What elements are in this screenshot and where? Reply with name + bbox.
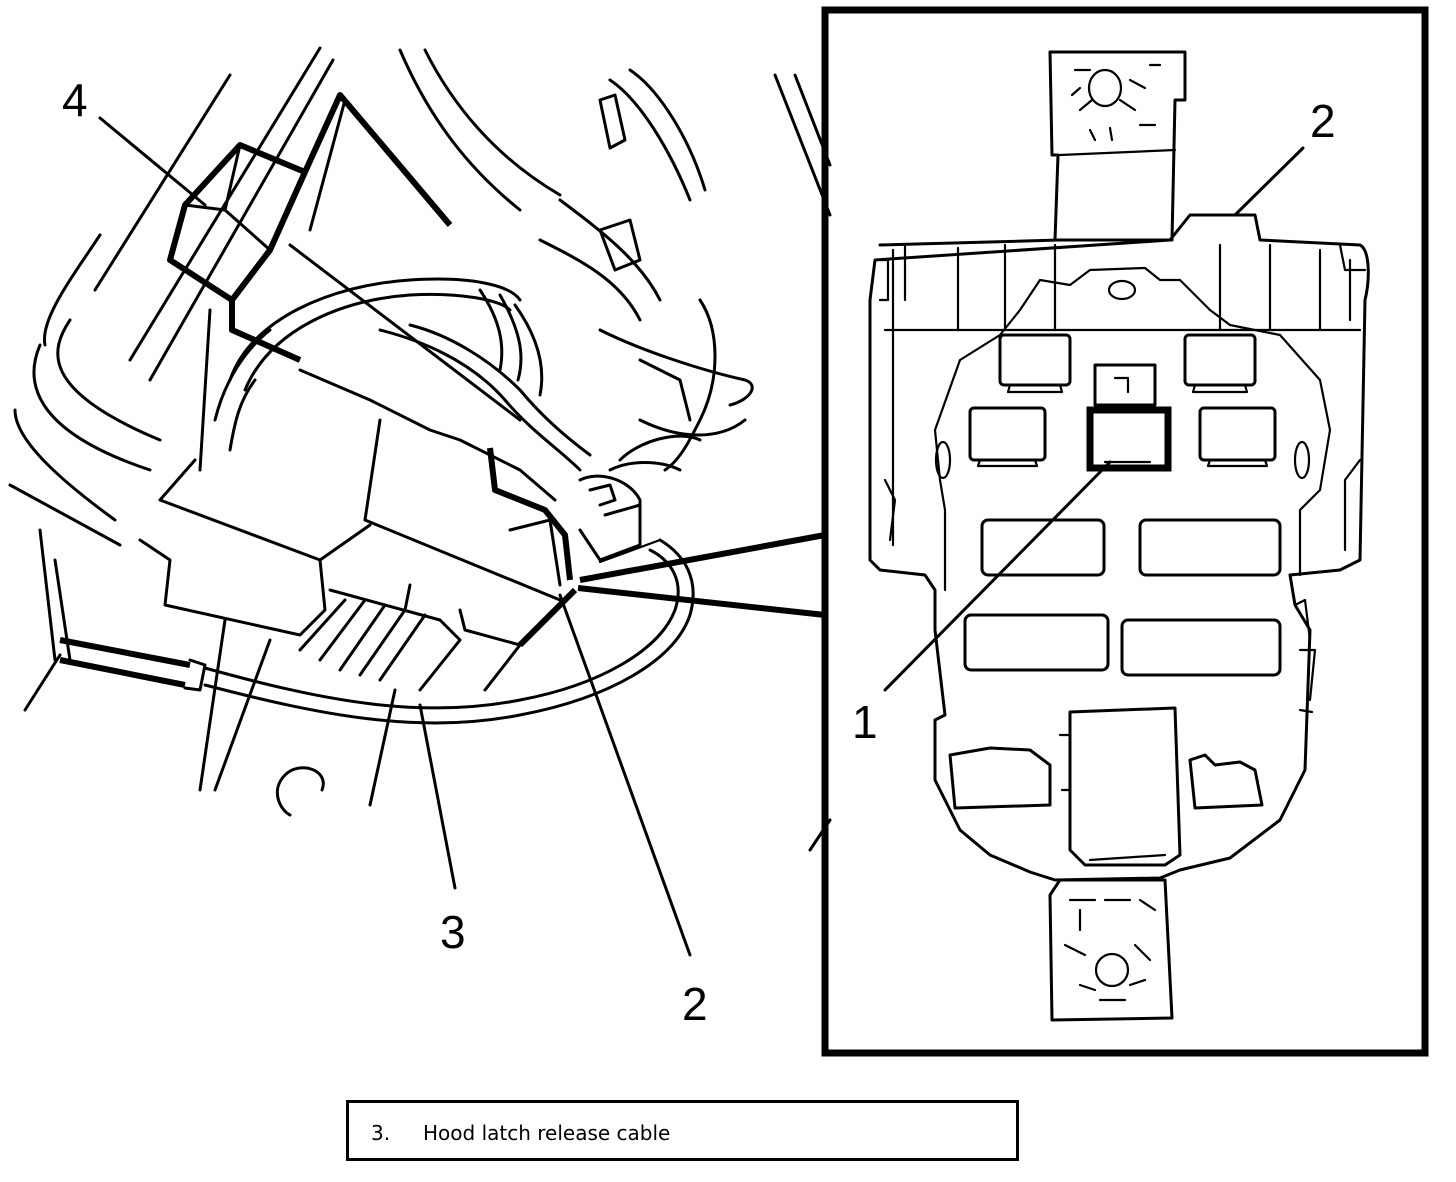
callout-4-label: 4: [62, 74, 88, 126]
main-engine-bay-view: [8, 46, 832, 852]
callout-3-label: 3: [440, 906, 466, 958]
callout-1-leader: [883, 460, 1112, 692]
callout-2-inset-label: 2: [1310, 95, 1336, 147]
legend-item-text: Hood latch release cable: [423, 1121, 671, 1145]
callout-2-main-leader: [558, 593, 692, 957]
legend-box: 3. Hood latch release cable: [346, 1100, 1019, 1161]
callout-4-leader: [98, 116, 207, 207]
callout-3-leader: [418, 703, 457, 890]
inset-detail-view: [821, 6, 1429, 1057]
inset-frame: [821, 6, 1429, 1057]
callout-1-label: 1: [852, 696, 878, 748]
callout-2-inset-leader: [1233, 146, 1305, 217]
callout-2-main-label: 2: [682, 978, 708, 1030]
legend-item-number: 3.: [371, 1121, 391, 1145]
